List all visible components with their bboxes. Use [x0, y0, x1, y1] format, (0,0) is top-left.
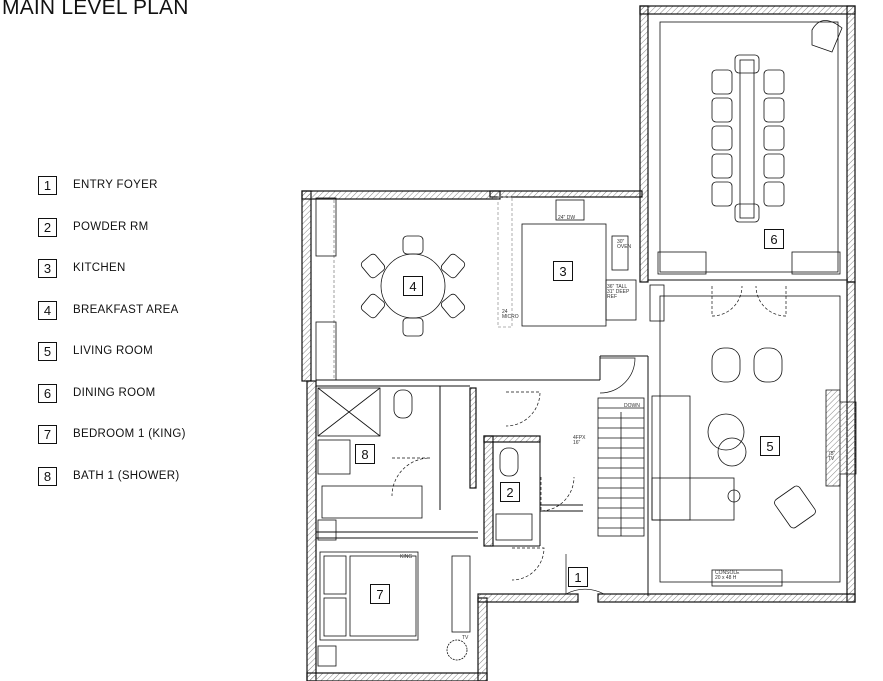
wall-bedroom-east: [477, 597, 488, 681]
legend-label: DINING ROOM: [73, 386, 156, 399]
sofa: [651, 395, 691, 521]
wall-corridor: [469, 387, 477, 489]
wall-powder-west: [483, 435, 494, 547]
island: [521, 223, 607, 327]
dining-table: [739, 59, 755, 219]
room-tag-breakfast-area: 4: [403, 276, 423, 296]
legend-item: 1 ENTRY FOYER: [38, 176, 186, 218]
room-tag-powder-room: 2: [500, 482, 520, 502]
legend-number: 3: [38, 259, 57, 278]
console-note: CONSOLE 20 x 48 H: [715, 570, 740, 581]
legend-label: POWDER RM: [73, 220, 149, 233]
legend-label: ENTRY FOYER: [73, 179, 158, 191]
room-tag-kitchen: 3: [553, 261, 573, 281]
armchair: [711, 347, 741, 383]
legend-item: 5 LIVING ROOM: [38, 342, 186, 384]
armchair: [774, 485, 816, 529]
legend-number: 7: [38, 425, 57, 444]
stairs: [597, 397, 645, 537]
oven-note: 30" OVEN: [617, 239, 632, 250]
wall-powder-north: [483, 435, 541, 443]
bed: [319, 551, 419, 641]
nightstand: [317, 645, 337, 667]
room-legend: 1 ENTRY FOYER 2 POWDER RM 3 KITCHEN 4 BREAKF…: [38, 176, 186, 508]
dining-room: [657, 20, 843, 275]
living-room: [651, 295, 857, 587]
armchair: [753, 347, 783, 383]
vanity: [321, 485, 423, 519]
legend-item: 3 KITCHEN: [38, 259, 186, 301]
shower: [317, 387, 381, 437]
bath-1: [317, 387, 423, 519]
bench: [315, 321, 337, 381]
bedroom-1: [317, 519, 471, 667]
room-tag-entry-foyer: 1: [568, 567, 588, 587]
microwave-note: 24 MICRO: [502, 309, 519, 320]
coffee-table: [707, 413, 745, 451]
wall-west-lower: [306, 380, 317, 681]
bedroom-tv-note: TV: [462, 635, 469, 641]
wall-dining-right: [846, 5, 856, 283]
legend-number: 2: [38, 217, 57, 237]
bed-size-note: KING: [400, 554, 413, 560]
page-title: MAIN LEVEL PLAN: [2, 0, 189, 19]
wall-north-kitchen: [489, 190, 643, 198]
wall-south-living: [597, 593, 856, 603]
room-tag-living-room: 5: [760, 436, 780, 456]
living-tv-note: 75" TV: [828, 451, 836, 462]
buffet: [657, 251, 707, 275]
legend-item: 4 BREAKFAST AREA: [38, 300, 186, 343]
toilet: [499, 447, 519, 477]
legend-number: 5: [38, 342, 57, 361]
powder-room: [495, 447, 533, 541]
nightstand: [317, 519, 337, 541]
doors: [391, 285, 787, 595]
breakfast-area: [315, 197, 466, 381]
partitions: [316, 279, 848, 596]
kitchen: [497, 196, 665, 328]
wall-dining-top: [639, 5, 856, 15]
stair-direction-note: DOWN: [624, 403, 640, 409]
room-tag-dining-room: 6: [764, 229, 784, 249]
refrigerator-note: 36" TALL 31" DEEP REF: [607, 284, 630, 300]
legend-number: 1: [38, 176, 57, 195]
wall-south-bedroom: [306, 672, 488, 681]
room-tag-bath-1: 8: [355, 444, 375, 464]
legend-item: 8 BATH 1 (SHOWER): [38, 466, 186, 509]
legend-label: LIVING ROOM: [73, 345, 153, 357]
plant: [446, 639, 468, 661]
dresser: [451, 555, 471, 633]
legend-number: 4: [38, 300, 57, 320]
buffet: [791, 251, 841, 275]
legend-number: 8: [38, 466, 57, 486]
wall-entry-south: [477, 593, 579, 603]
legend-item: 7 BEDROOM 1 (KING): [38, 425, 186, 467]
room-tag-bedroom-1: 7: [370, 584, 390, 604]
bench: [315, 197, 337, 257]
wall-west-upper: [301, 190, 312, 382]
legend-item: 2 POWDER RM: [38, 217, 186, 260]
legend-item: 6 DINING ROOM: [38, 383, 186, 426]
legend-label: BATH 1 (SHOWER): [73, 469, 180, 482]
legend-number: 6: [38, 383, 57, 403]
legend-label: BEDROOM 1 (KING): [73, 428, 186, 440]
fireplace-note: 4FPX 16": [573, 435, 586, 446]
toilet: [393, 389, 413, 419]
fireplace: [825, 389, 857, 487]
legend-label: KITCHEN: [73, 262, 126, 274]
wall-dining-left: [639, 5, 649, 283]
armchair: [811, 20, 843, 53]
sink: [495, 513, 533, 541]
dishwasher-note: 24" DW: [558, 215, 576, 221]
tv-console: [711, 569, 783, 587]
legend-label: BREAKFAST AREA: [73, 303, 179, 316]
